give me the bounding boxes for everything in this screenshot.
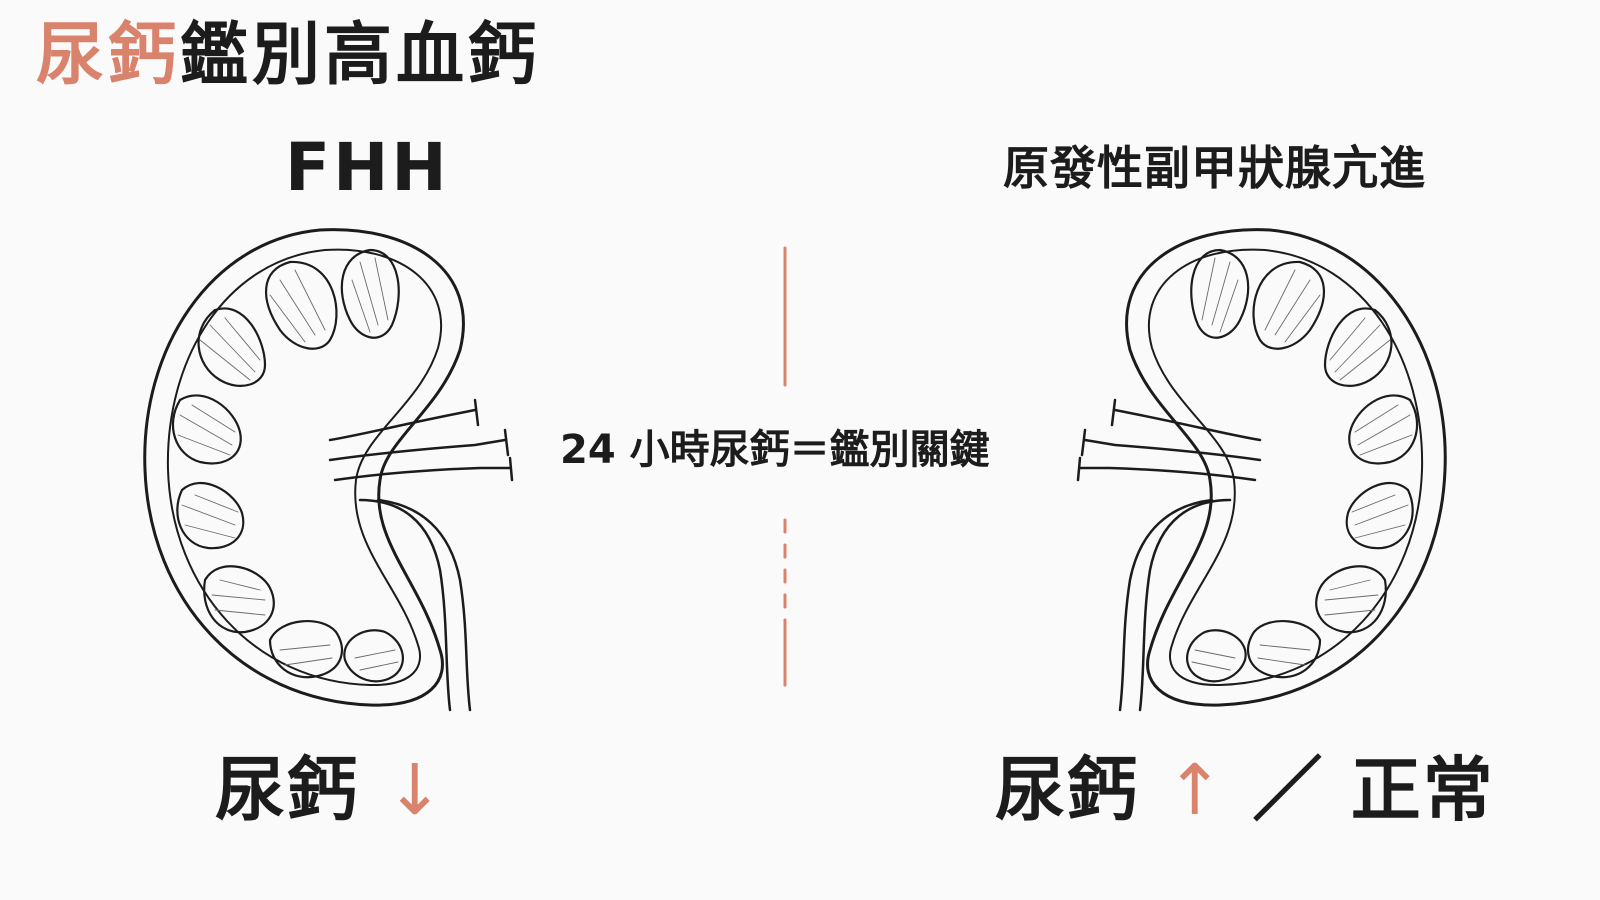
fhh-result-text: 尿鈣 [215, 749, 359, 831]
page-title: 尿鈣鑑別高血鈣 [36, 22, 540, 90]
fhh-result: 尿鈣 ↓ [215, 755, 446, 825]
kidney-outline [143, 228, 465, 707]
renal-pyramids [171, 248, 405, 683]
phpt-result: 尿鈣 ↑ ／ 正常 [995, 755, 1495, 825]
primary-hyperparathyroidism-label: 原發性副甲狀腺亢進 [1003, 141, 1426, 195]
fhh-label: FHH [285, 129, 450, 206]
phpt-result-separator: ／ [1252, 749, 1325, 831]
kidney-right-illustration [1076, 228, 1447, 712]
title-rest: 鑑別高血鈣 [180, 16, 541, 95]
phpt-result-text: 尿鈣 [995, 749, 1139, 831]
kidney-left-illustration [143, 228, 514, 712]
renal-pelvis-and-vessels [328, 398, 514, 712]
pyramid-striations [177, 257, 399, 671]
title-accent: 尿鈣 [36, 16, 181, 95]
arrow-down-icon: ↓ [385, 749, 447, 831]
key-differentiator-text: 24 小時尿鈣＝鑑別關鍵 [560, 427, 990, 473]
arrow-up-icon: ↑ [1165, 749, 1227, 831]
phpt-result-alt: 正常 [1350, 749, 1495, 831]
center-divider [783, 246, 787, 687]
renal-cortex-inner [166, 248, 443, 687]
